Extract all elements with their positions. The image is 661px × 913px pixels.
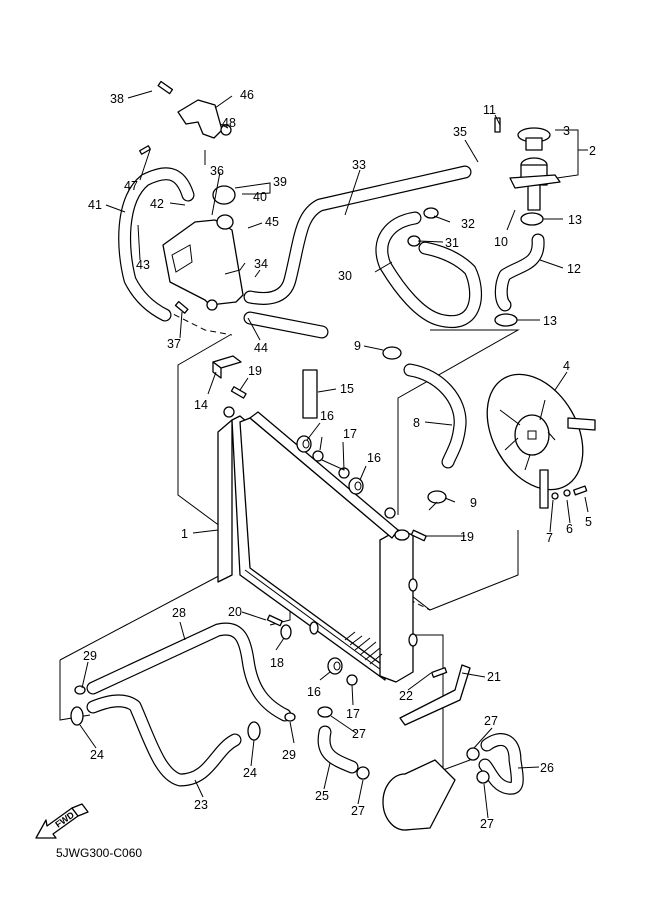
callout-48: 48: [222, 116, 236, 130]
callout-6: 6: [566, 522, 573, 536]
grommets-top: [212, 355, 364, 495]
callout-26: 26: [540, 761, 554, 775]
hose-clamps: [70, 207, 544, 784]
callout-27-c: 27: [484, 714, 498, 728]
callout-20: 20: [228, 605, 242, 619]
callout-37: 37: [167, 337, 181, 351]
callout-15: 15: [340, 382, 354, 396]
callout-3: 3: [563, 124, 570, 138]
callout-4: 4: [563, 359, 570, 373]
callout-22: 22: [399, 689, 413, 703]
callout-13-bottom: 13: [543, 314, 557, 328]
filler-neck-assembly: [509, 127, 561, 211]
callout-38: 38: [110, 92, 124, 106]
callout-17-a: 17: [343, 427, 357, 441]
forward-direction-badge: FWD: [35, 803, 89, 839]
callout-5: 5: [585, 515, 592, 529]
callout-41: 41: [88, 198, 102, 212]
callout-10: 10: [494, 235, 508, 249]
callout-29-right: 29: [282, 748, 296, 762]
callout-34: 34: [254, 257, 268, 271]
radiator: [217, 406, 418, 683]
callout-labels: 38 46 48 47 41 42 43 36 39 40 45 34 37 4…: [83, 88, 596, 831]
callout-35: 35: [453, 125, 467, 139]
callout-47: 47: [124, 179, 138, 193]
diagram-code: 5JWG300-C060: [56, 846, 142, 860]
callout-8: 8: [413, 416, 420, 430]
callout-27-d: 27: [480, 817, 494, 831]
callout-17-b: 17: [346, 707, 360, 721]
reservoir-tank: [162, 185, 244, 311]
callout-29-left: 29: [83, 649, 97, 663]
callout-14: 14: [194, 398, 208, 412]
grommets-bottom: [280, 624, 358, 686]
radiator-fins: [344, 631, 383, 665]
callout-18: 18: [270, 656, 284, 670]
callout-24-left: 24: [90, 748, 104, 762]
bolts: [157, 80, 588, 678]
callout-1: 1: [181, 527, 188, 541]
callout-27-b: 27: [351, 804, 365, 818]
hoses: [86, 165, 545, 795]
callout-12: 12: [567, 262, 581, 276]
callout-40: 40: [253, 190, 267, 204]
callout-46: 46: [240, 88, 254, 102]
callout-44: 44: [254, 341, 268, 355]
callout-24-right: 24: [243, 766, 257, 780]
callout-28: 28: [172, 606, 186, 620]
callout-19-right: 19: [460, 530, 474, 544]
oil-cooler: [382, 759, 456, 831]
callout-42: 42: [150, 197, 164, 211]
callout-32: 32: [461, 217, 475, 231]
callout-30: 30: [338, 269, 352, 283]
callout-31: 31: [445, 236, 459, 250]
callout-27-a: 27: [352, 727, 366, 741]
callout-43: 43: [136, 258, 150, 272]
callout-45: 45: [265, 215, 279, 229]
callout-36: 36: [210, 164, 224, 178]
cooling-fan: [486, 373, 596, 509]
callout-16-a: 16: [320, 409, 334, 423]
callout-16-c: 16: [307, 685, 321, 699]
callout-13-top: 13: [568, 213, 582, 227]
callout-9-top: 9: [354, 339, 361, 353]
reservoir-bracket: [139, 99, 232, 155]
callout-7: 7: [546, 531, 553, 545]
callout-16-b: 16: [367, 451, 381, 465]
callout-11: 11: [483, 103, 496, 117]
callout-21: 21: [487, 670, 501, 684]
callout-33: 33: [352, 158, 366, 172]
callout-2: 2: [589, 144, 596, 158]
callout-23: 23: [194, 798, 208, 812]
callout-19-left: 19: [248, 364, 262, 378]
callout-9-bottom: 9: [470, 496, 477, 510]
callout-25: 25: [315, 789, 329, 803]
callout-leaders: [79, 90, 589, 819]
callout-39: 39: [273, 175, 287, 189]
bracket: [399, 664, 471, 726]
